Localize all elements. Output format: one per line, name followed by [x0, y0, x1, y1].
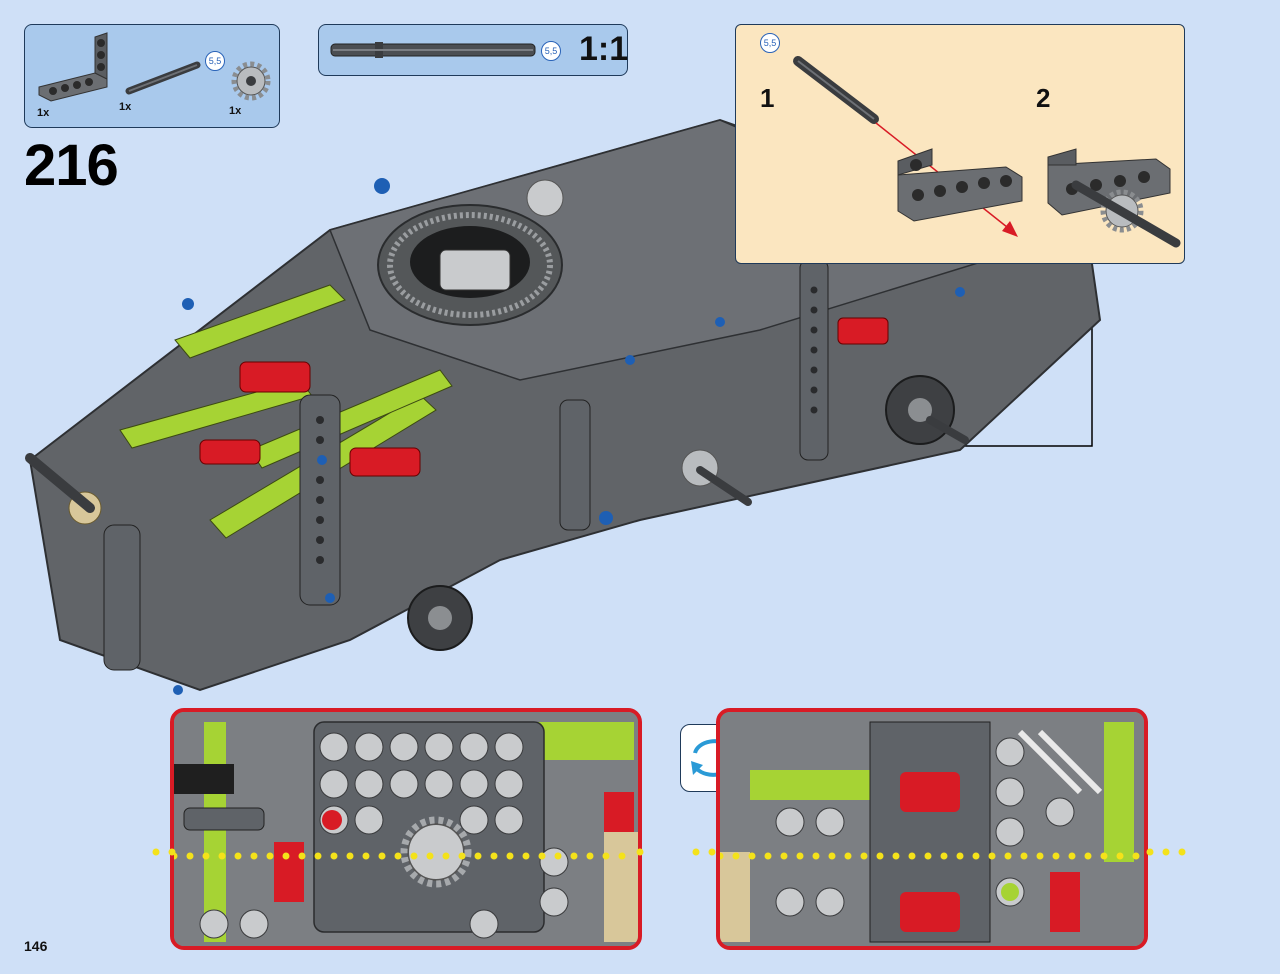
detail-view-left — [170, 708, 642, 950]
page-number: 146 — [24, 938, 48, 954]
axle-length-5-5-icon — [125, 61, 201, 95]
l-beam-icon — [38, 32, 108, 102]
axle-icon — [793, 56, 879, 124]
detail-left-illustration — [174, 712, 638, 946]
axle-length-badge: 5,5 — [541, 41, 561, 61]
l-beam-with-gear-icon — [1047, 148, 1181, 248]
gear-12-tooth-icon — [231, 61, 271, 101]
l-beam-icon — [897, 148, 1023, 222]
alignment-guide-dots — [152, 848, 1194, 856]
sub-step-label: 1 — [760, 83, 775, 113]
detail-right-illustration — [720, 712, 1144, 946]
parts-list: 5,5 1x 1x 1x — [24, 24, 280, 128]
sub-assembly-callout: 5,5 1 2 — [735, 24, 1185, 264]
sub-step-label: 2 — [1036, 83, 1051, 113]
sub-assembly-illustration — [793, 56, 1181, 248]
part-qty: 1x — [119, 101, 132, 113]
scale-reference: 5,5 1:1 — [318, 24, 628, 76]
step-number: 216 — [24, 133, 119, 198]
axle-length-badge: 5,5 — [760, 33, 780, 53]
axle-icon — [330, 42, 536, 58]
scale-label: 1:1 — [579, 30, 629, 68]
part-qty: 1x — [37, 107, 50, 119]
part-qty: 1x — [229, 105, 242, 117]
detail-view-right — [716, 708, 1148, 950]
parts-illustration — [38, 32, 271, 102]
axle-length-badge: 5,5 — [205, 51, 225, 71]
